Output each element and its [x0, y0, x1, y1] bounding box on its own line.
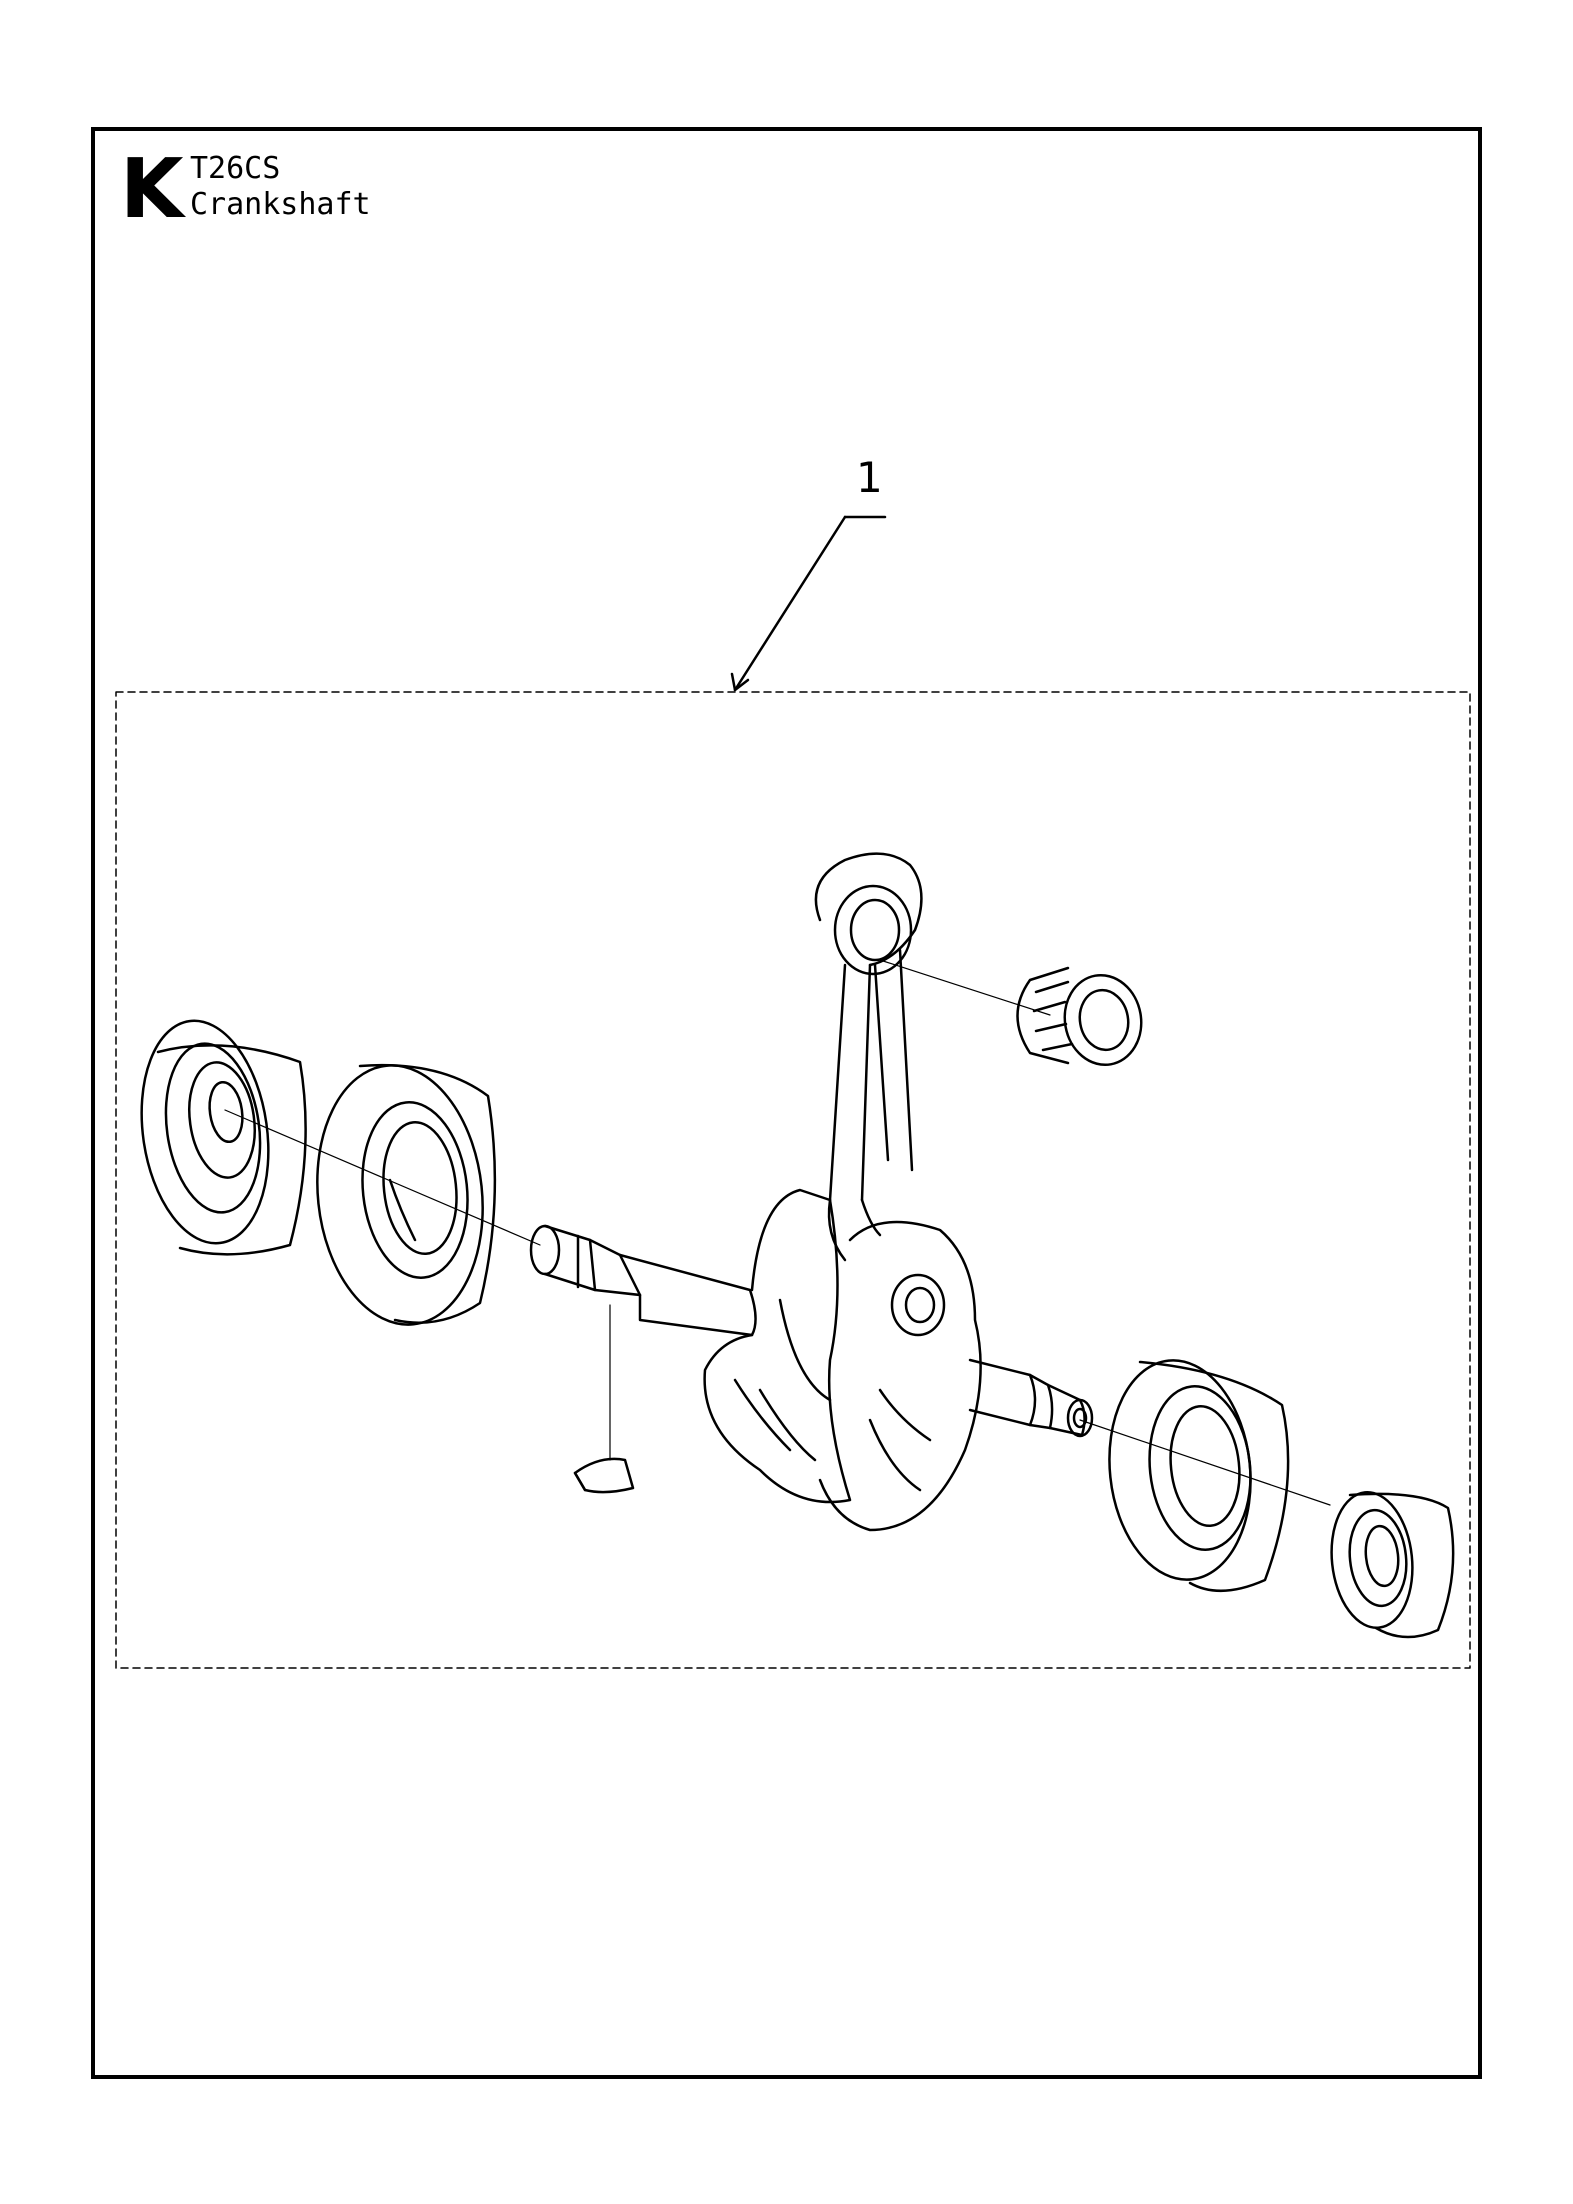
- axis-line-pin: [879, 959, 1051, 1016]
- needle-bearing: [1016, 966, 1143, 1067]
- axis-line-left: [224, 1109, 541, 1246]
- section-letter: K: [120, 142, 184, 237]
- left-main-bearing: [316, 1063, 497, 1326]
- model-name: T26CS: [190, 151, 281, 186]
- right-oil-seal: [1330, 1490, 1455, 1639]
- woodruff-key: [573, 1457, 635, 1494]
- callout-number-1: 1: [856, 453, 883, 502]
- connecting-rod: [814, 852, 923, 1262]
- kit-boundary: [115, 691, 1471, 1669]
- callout-leader: [730, 515, 887, 692]
- right-main-bearing: [1108, 1359, 1290, 1593]
- page-title: Crankshaft: [190, 187, 371, 222]
- axis-line-right: [1079, 1419, 1331, 1506]
- page-frame: [91, 127, 1482, 2079]
- left-oil-seal: [140, 1019, 307, 1256]
- crankshaft: [529, 1188, 1094, 1532]
